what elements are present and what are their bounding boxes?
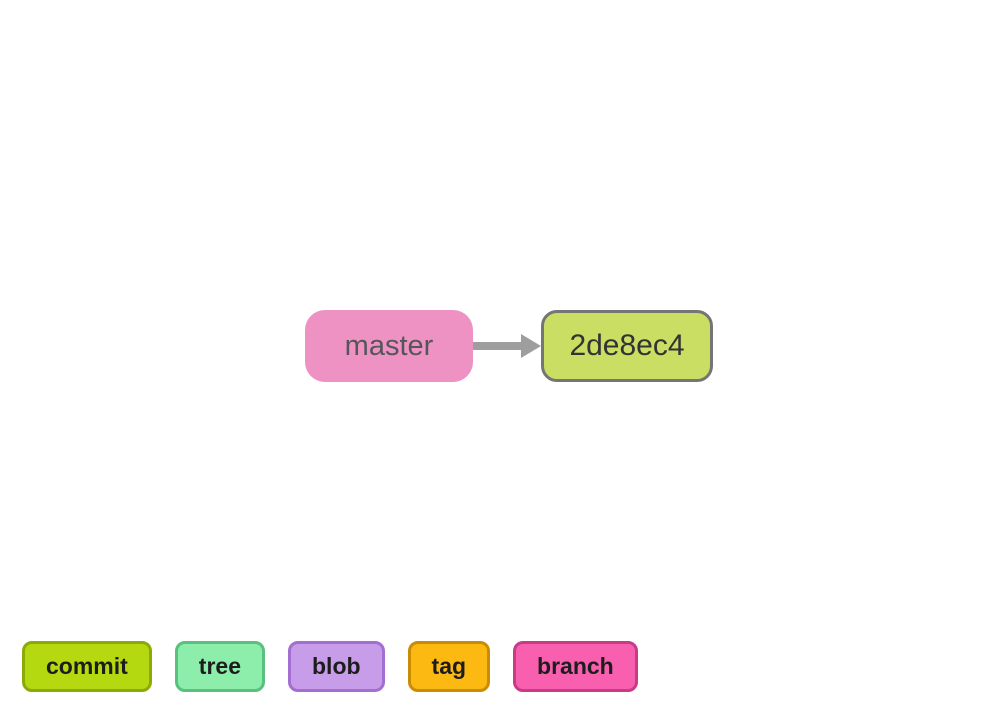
branch-node-label: master bbox=[344, 329, 434, 362]
legend-item-tree: tree bbox=[174, 641, 265, 692]
branch-to-commit-arrow-icon bbox=[473, 334, 541, 358]
branch-node-master: master bbox=[305, 310, 473, 382]
legend: commit tree blob tag branch bbox=[22, 641, 638, 692]
arrow-shaft bbox=[473, 342, 523, 350]
legend-label-tag: tag bbox=[431, 653, 467, 679]
legend-item-commit: commit bbox=[22, 641, 152, 692]
legend-item-tag: tag bbox=[407, 641, 491, 692]
commit-node-label: 2de8ec4 bbox=[569, 329, 685, 362]
legend-label-tree: tree bbox=[198, 653, 241, 679]
legend-label-blob: blob bbox=[312, 653, 361, 679]
arrow-head bbox=[521, 334, 541, 358]
legend-item-branch: branch bbox=[513, 641, 638, 692]
commit-node: 2de8ec4 bbox=[541, 310, 713, 382]
legend-label-branch: branch bbox=[537, 653, 614, 679]
legend-item-blob: blob bbox=[288, 641, 385, 692]
legend-label-commit: commit bbox=[46, 653, 128, 679]
